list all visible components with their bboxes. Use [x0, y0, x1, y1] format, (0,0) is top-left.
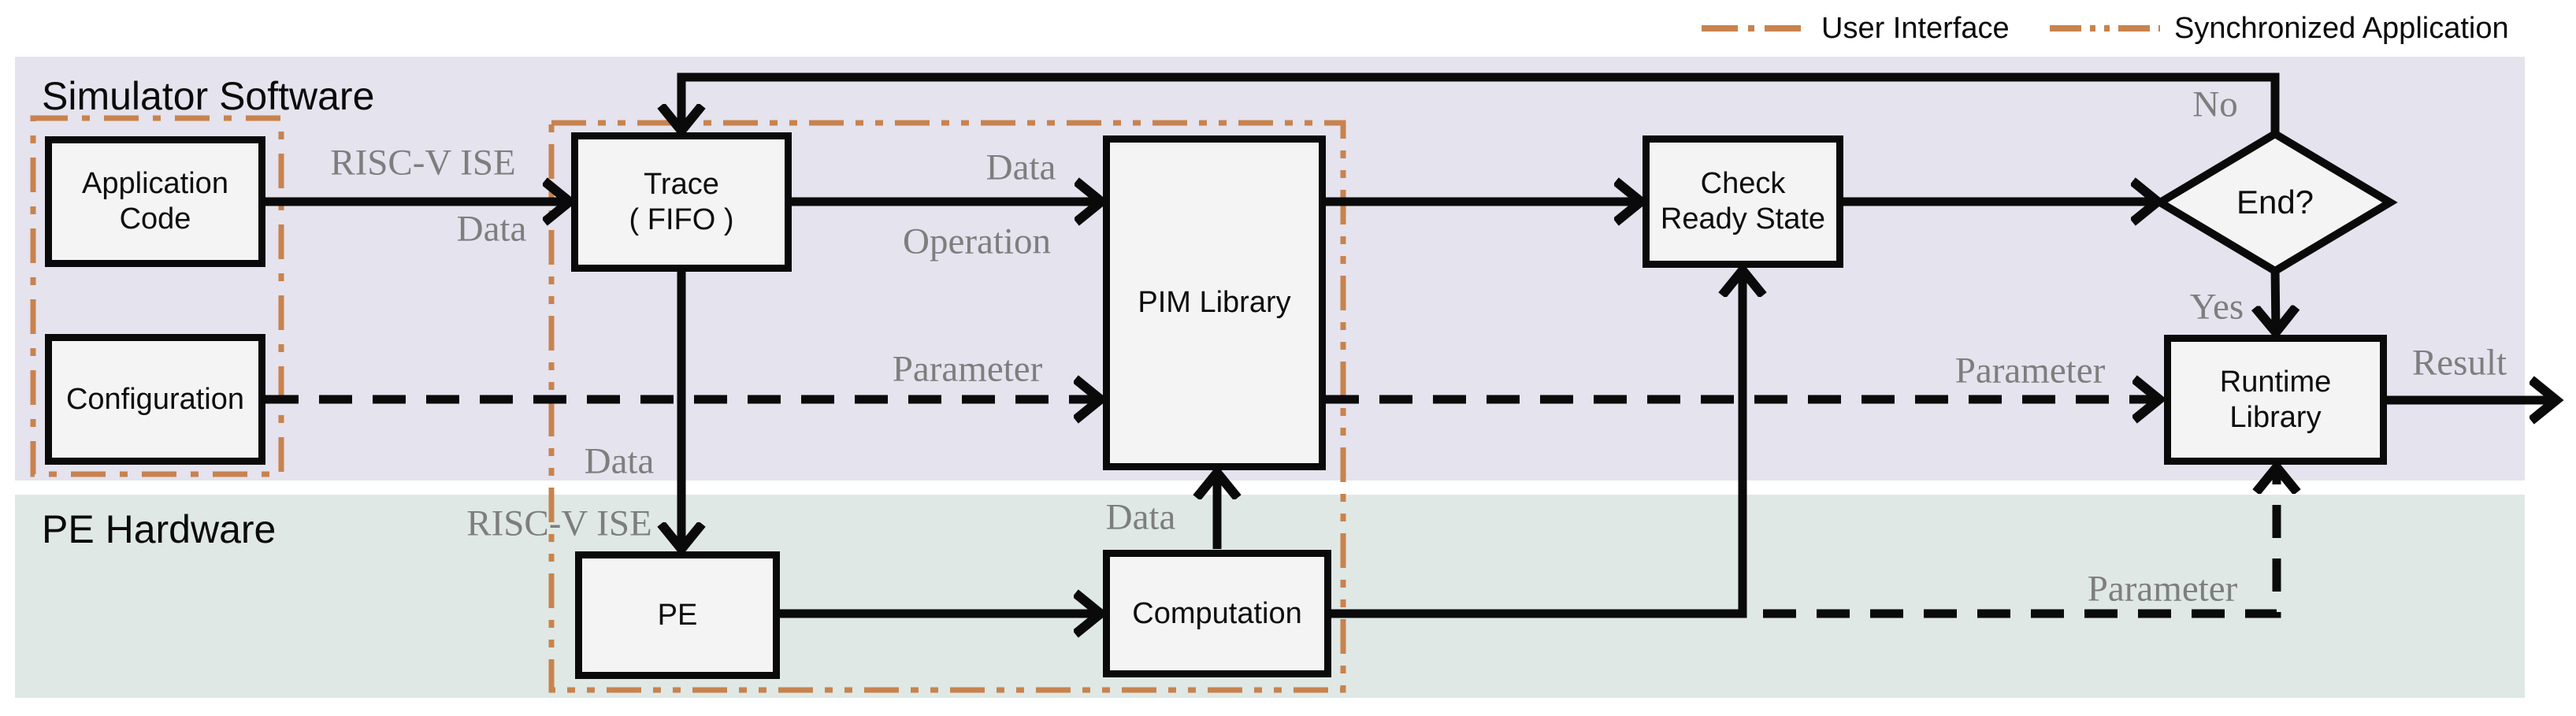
edge-label-operation: Operation [903, 221, 1051, 262]
edge-label-yes: Yes [2189, 286, 2244, 328]
legend-item-synchronized-application: Synchronized Application [2050, 9, 2509, 47]
trace-fifo-node: Trace ( FIFO ) [571, 132, 792, 272]
user-interface-dash-dot-icon [1702, 25, 1807, 32]
pe-hardware-title: PE Hardware [42, 507, 277, 551]
edge-computation-to-check [1331, 271, 1743, 618]
edge-label-risc-v-ise-top: RISC-V ISE [330, 142, 516, 184]
runtime-library-node: Runtime Library [2164, 335, 2387, 465]
synchronized-application-group-outline [548, 120, 1346, 693]
edge-label-data-app-trace: Data [456, 208, 527, 250]
end-decision-label: End? [2236, 184, 2314, 221]
edge-label-risc-v-ise-bottom: RISC-V ISE [466, 503, 652, 544]
legend-label-user-interface: User Interface [1821, 12, 2010, 45]
edge-parameter-to-runtime-bottom [1763, 468, 2277, 618]
pe-node: PE [575, 551, 780, 679]
edge-label-data-trace-pim: Data [985, 147, 1056, 188]
end-decision-diamond [2152, 129, 2398, 276]
legend-label-synchronized-application: Synchronized Application [2174, 12, 2509, 45]
edge-label-no: No [2192, 83, 2238, 125]
user-interface-group-outline [30, 115, 284, 477]
legend-item-user-interface: User Interface [1702, 9, 2010, 47]
edge-no-feedback-to-trace [681, 72, 2280, 135]
edge-label-parameter-left: Parameter [892, 348, 1043, 390]
edge-label-parameter-bottom: Parameter [2087, 568, 2238, 610]
synchronized-application-dash-dot-dot-icon [2050, 25, 2160, 32]
check-ready-state-node: Check Ready State [1642, 135, 1843, 268]
application-code-node: Application Code [45, 136, 265, 267]
configuration-node: Configuration [45, 334, 265, 465]
edge-label-parameter-right: Parameter [1954, 350, 2106, 391]
computation-node: Computation [1103, 550, 1331, 677]
edge-label-result: Result [2411, 342, 2507, 384]
pim-library-node: PIM Library [1103, 135, 1326, 470]
simulator-software-title: Simulator Software [42, 74, 375, 118]
edge-label-data-trace-pe: Data [584, 440, 655, 482]
edge-yes-to-runtime [2275, 267, 2276, 332]
edge-label-data-computation-pim: Data [1105, 496, 1176, 538]
